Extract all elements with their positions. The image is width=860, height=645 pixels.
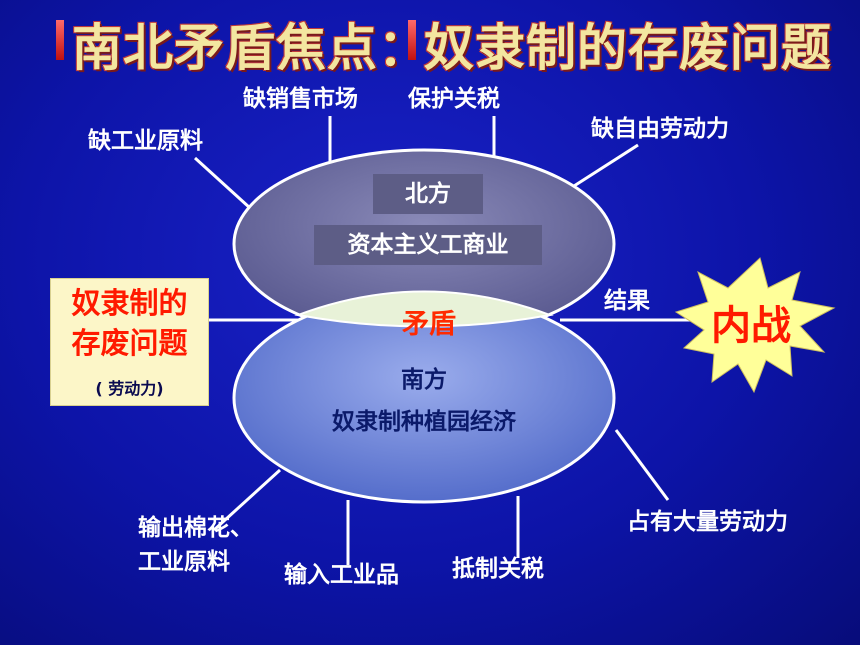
issue-line1: 奴隶制的 xyxy=(71,286,188,320)
result-label: 结果 xyxy=(604,288,650,314)
issue-box: 奴隶制的 存废问题 ( 劳动力) xyxy=(50,278,209,406)
title-right: 奴隶制的存废问题 xyxy=(424,19,832,77)
outcome-label: 内战 xyxy=(711,303,791,349)
label-exports-line1: 输出棉花、 xyxy=(138,515,253,541)
south-label: 南方 xyxy=(401,367,447,393)
label-markets: 缺销售市场 xyxy=(243,86,358,112)
issue-line2: 存废问题 xyxy=(71,326,188,360)
label-tariff-south: 抵制关税 xyxy=(452,556,544,582)
label-labor: 占有大量劳动力 xyxy=(627,509,788,535)
line-free-labor xyxy=(573,143,639,188)
north-label: 北方 xyxy=(373,174,483,214)
issue-title: 奴隶制的 存废问题 xyxy=(51,283,208,363)
title: 南北矛盾焦点： 奴隶制的存废问题 xyxy=(0,6,860,77)
line-exports xyxy=(212,468,282,532)
war-burst xyxy=(674,257,836,394)
line-labor xyxy=(614,429,670,501)
title-bullet-left xyxy=(56,20,64,60)
label-tariff-north: 保护关税 xyxy=(408,86,500,112)
overlap-region xyxy=(294,290,554,328)
label-raw-materials: 缺工业原料 xyxy=(88,128,203,154)
conflict-label: 矛盾 xyxy=(402,309,456,340)
title-bullet-right xyxy=(408,20,416,60)
label-free-labor: 缺自由劳动力 xyxy=(591,116,729,142)
north-economy: 资本主义工商业 xyxy=(314,225,542,265)
label-imports: 输入工业品 xyxy=(284,562,399,588)
label-exports-line2: 工业原料 xyxy=(138,549,230,575)
title-left: 南北矛盾焦点： xyxy=(72,19,429,77)
south-economy: 奴隶制种植园经济 xyxy=(332,409,516,435)
issue-note: ( 劳动力) xyxy=(95,379,164,398)
line-raw-materials xyxy=(193,156,252,210)
